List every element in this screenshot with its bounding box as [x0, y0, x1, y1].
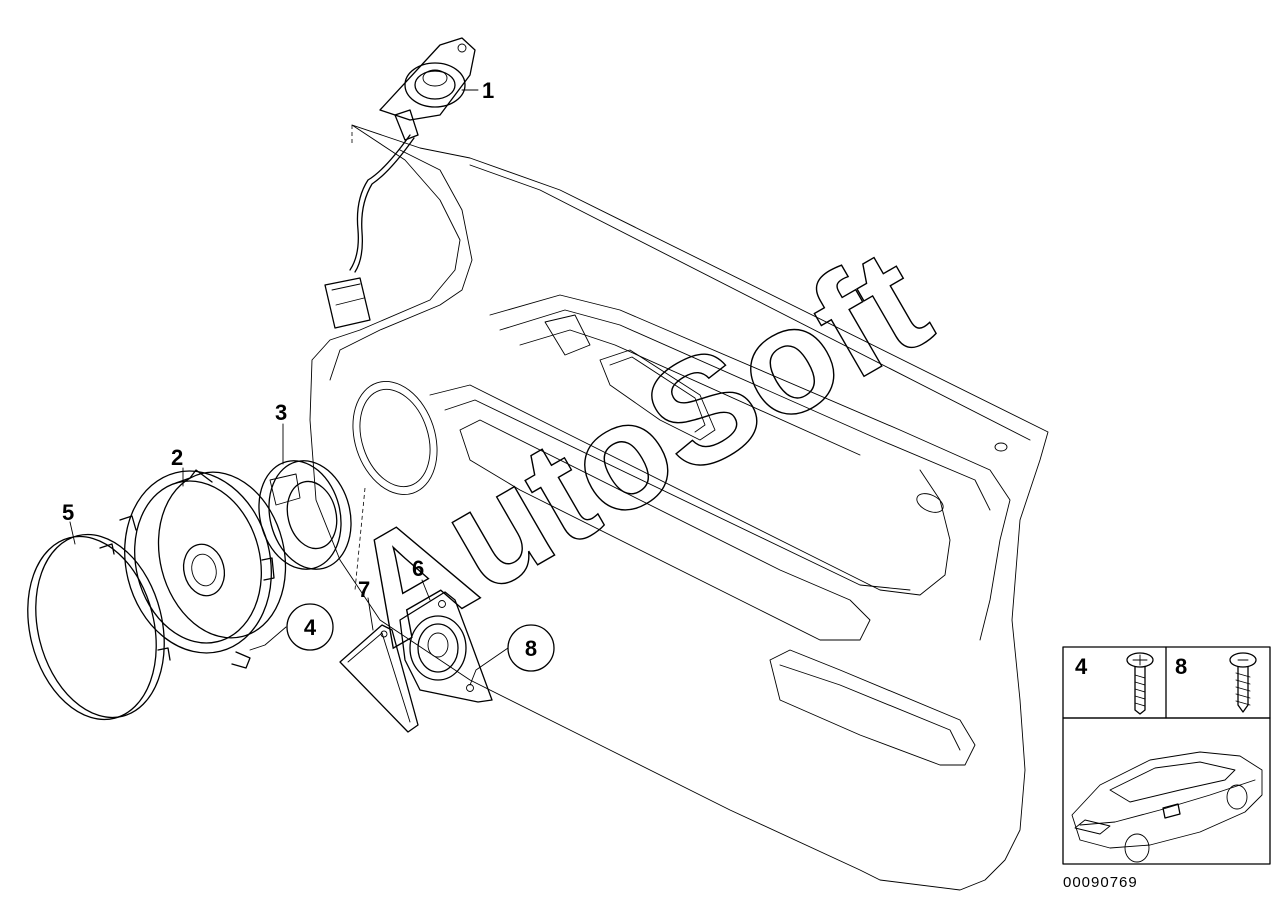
part-5-speaker-cover [27, 533, 171, 721]
part-3-speaker-adapter-ring [258, 460, 352, 570]
watermark: AutoSoft [322, 216, 954, 678]
leader-lines [69, 89, 509, 686]
callout-2: 2 [171, 445, 183, 470]
part-1-tweeter-with-cable [324, 37, 476, 329]
callout-6: 6 [412, 556, 424, 581]
svg-text:3: 3 [275, 400, 287, 425]
part-7-tweeter-cover [339, 624, 419, 733]
svg-text:6: 6 [412, 556, 424, 581]
car-icon [1071, 751, 1263, 863]
callout-3: 3 [275, 400, 287, 425]
svg-text:5: 5 [62, 500, 74, 525]
screw-8-icon [1229, 652, 1257, 713]
callout-4-circled: 4 [286, 603, 334, 651]
callout-5: 5 [62, 500, 74, 525]
door-trim-panel [309, 124, 1049, 891]
svg-text:4: 4 [304, 615, 317, 640]
svg-text:7: 7 [358, 577, 370, 602]
legend-label-4: 4 [1075, 654, 1088, 679]
callout-7: 7 [358, 577, 370, 602]
callout-8-circled: 8 [507, 624, 555, 672]
legend-label-8: 8 [1175, 654, 1187, 679]
document-id: 00090769 [1063, 874, 1138, 891]
part-2-woofer-speaker [119, 469, 287, 669]
callout-1: 1 [482, 78, 494, 103]
vehicle-thumbnail [1062, 717, 1271, 865]
fastener-legend: 4 8 [1062, 646, 1271, 719]
svg-text:2: 2 [171, 445, 183, 470]
screw-4-icon [1126, 652, 1154, 715]
svg-text:8: 8 [525, 636, 537, 661]
svg-text:1: 1 [482, 78, 494, 103]
